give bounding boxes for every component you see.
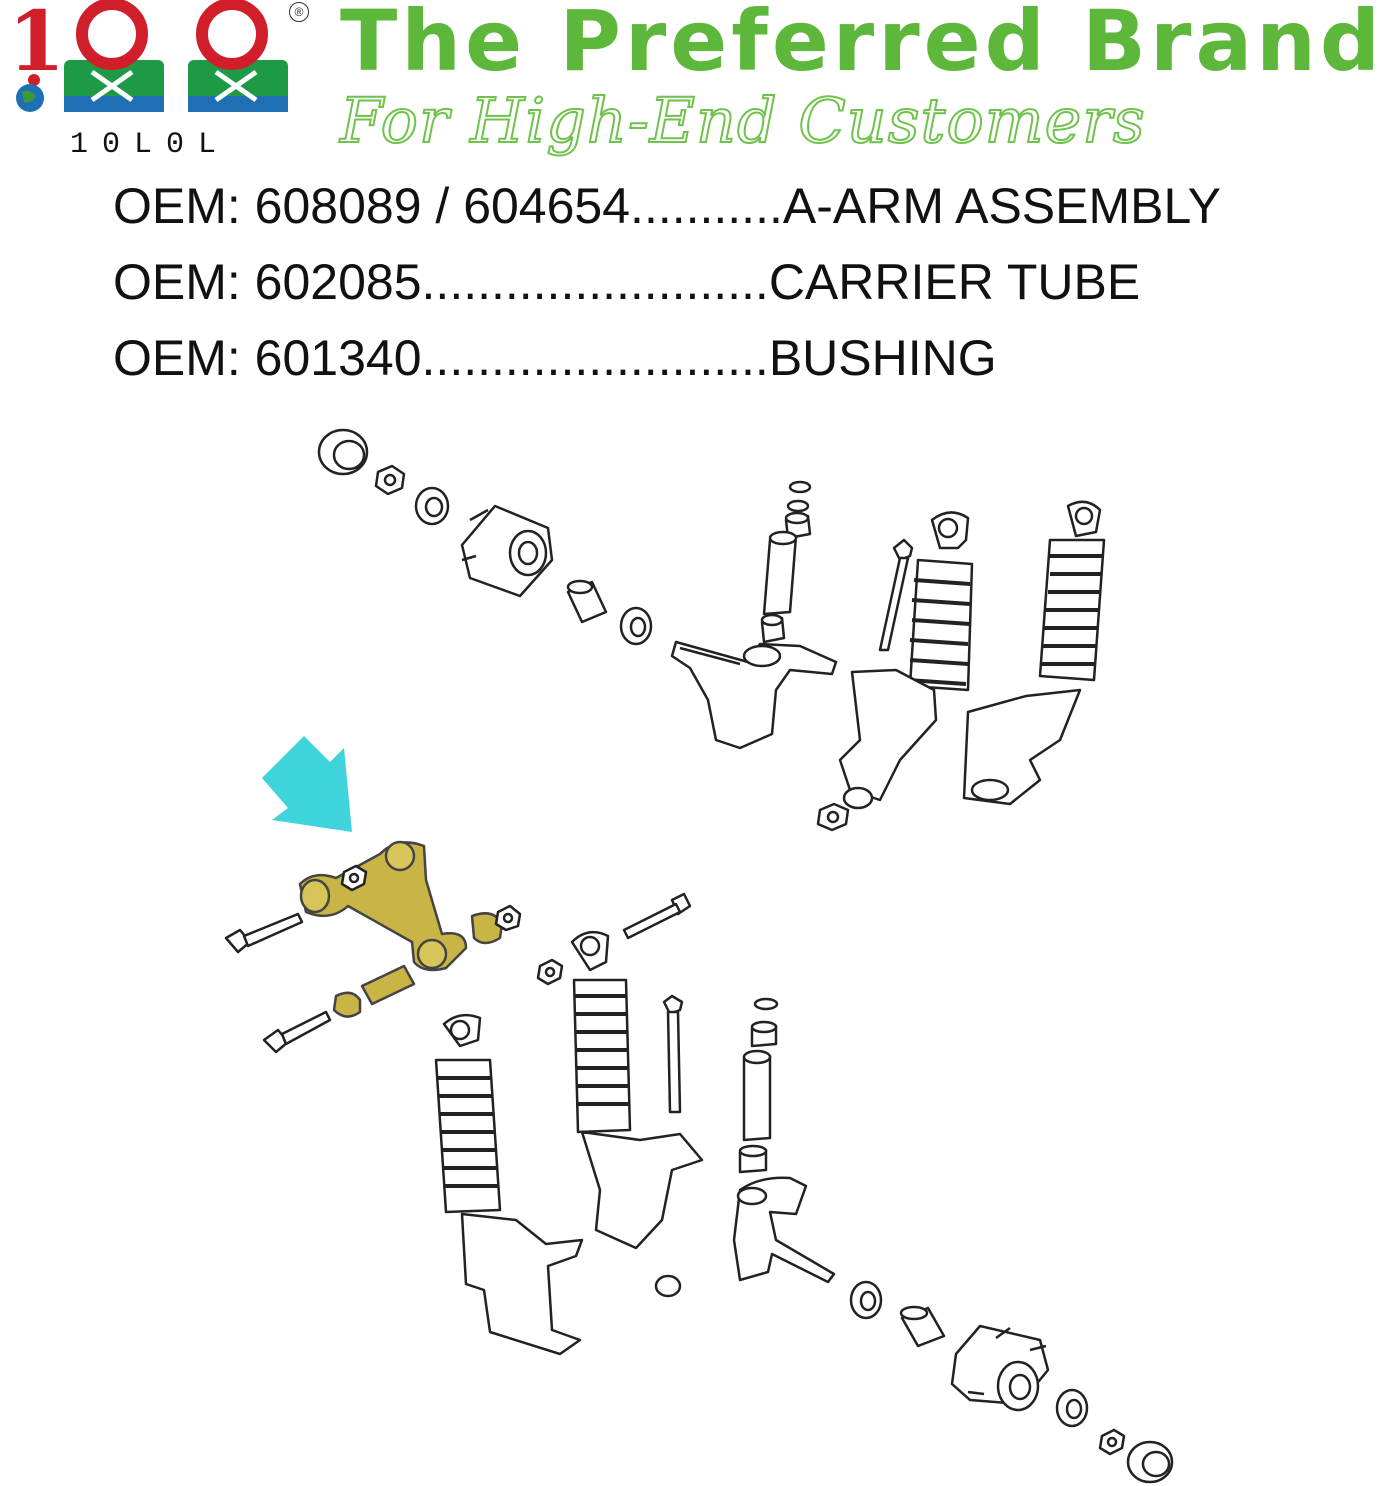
brand-subtitle: For High-End Customers <box>339 83 1146 158</box>
nut-lower-left <box>536 958 564 986</box>
oem-leader: ........... <box>630 178 783 234</box>
shock-absorber-top-1 <box>838 511 974 810</box>
logo-caption: 10L0L <box>70 128 231 162</box>
spacer-top <box>566 579 608 624</box>
oem-leader: ......................... <box>421 330 769 386</box>
nut-lower-right <box>1098 1428 1126 1456</box>
a-arm-side-nut <box>494 904 522 932</box>
oem-leader: ......................... <box>421 254 769 310</box>
globe-icon <box>16 84 44 112</box>
long-bolt-lower <box>662 994 684 1114</box>
oem-row: OEM: 602085.........................CARR… <box>113 244 1313 320</box>
spindle-knuckle-top <box>670 640 838 750</box>
oem-part-name: A-ARM ASSEMBLY <box>782 178 1221 234</box>
oem-part-name: CARRIER TUBE <box>768 254 1141 310</box>
a-arm-nut <box>340 864 368 892</box>
wheel-hub-lower <box>950 1324 1050 1412</box>
oem-code: OEM: 601340 <box>113 330 422 386</box>
registered-mark: ® <box>289 2 309 22</box>
exploded-suspension-diagram <box>0 400 1391 1486</box>
spacer-lower <box>899 1305 946 1348</box>
spindle-knuckle-lower <box>732 1176 836 1284</box>
oem-part-name: BUSHING <box>768 330 997 386</box>
brand-logo: 1 ® 10L0L <box>0 0 320 170</box>
logo-mark: 1 <box>8 0 288 112</box>
a-arm-bolt-3 <box>622 892 692 940</box>
carrier-tube-lower <box>742 1049 772 1142</box>
carrier-tube-top <box>762 530 798 616</box>
bushing-lower-small-2 <box>738 1144 768 1174</box>
washer-top-2 <box>786 499 810 513</box>
bearing-lower-2 <box>1055 1388 1089 1428</box>
nut-bottom-top <box>816 802 850 832</box>
highlight-arrow-icon <box>262 736 352 832</box>
shock-absorber-lower-1 <box>570 930 704 1298</box>
a-arm-assembly <box>298 840 504 1018</box>
a-arm-bolt-1 <box>224 912 304 954</box>
bushing-lower-small <box>750 1020 778 1048</box>
logo-badge-2 <box>188 0 288 112</box>
oem-part-list: OEM: 608089 / 604654...........A-ARM ASS… <box>113 168 1313 396</box>
brand-title: The Preferred Brand <box>340 0 1385 90</box>
bearing-lower <box>849 1280 883 1320</box>
bushing-top-small <box>760 613 786 644</box>
shock-absorber-top-2 <box>962 500 1106 806</box>
oem-code: OEM: 608089 / 604654 <box>113 178 631 234</box>
washer-top-1 <box>788 480 812 494</box>
oem-row: OEM: 601340.........................BUSH… <box>113 320 1313 396</box>
hub-cap-top <box>317 428 369 476</box>
logo-badge-1 <box>64 0 164 112</box>
shock-absorber-lower-2 <box>434 1013 584 1356</box>
oem-code: OEM: 602085 <box>113 254 422 310</box>
oem-row: OEM: 608089 / 604654...........A-ARM ASS… <box>113 168 1313 244</box>
nut-top <box>374 464 406 496</box>
hub-cap-lower <box>1126 1440 1174 1484</box>
long-bolt-top <box>878 538 914 652</box>
bearing-top-2 <box>619 606 653 646</box>
bearing-top <box>414 486 450 526</box>
washer-lower-1 <box>753 997 779 1011</box>
wheel-hub-top <box>460 504 554 598</box>
a-arm-bolt-2 <box>262 1010 332 1054</box>
